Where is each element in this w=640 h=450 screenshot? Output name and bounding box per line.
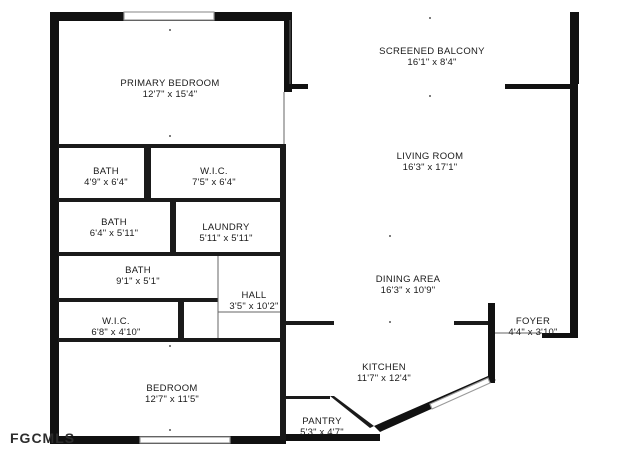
room-dimensions: 16'1" x 8'4" (407, 57, 457, 68)
room-name: SCREENED BALCONY (379, 46, 485, 57)
wall-counter-left (286, 321, 334, 325)
window-bedroom (139, 436, 231, 444)
room-wic-2: W.I.C. 6'8" x 4'10" (91, 316, 140, 338)
window-primary-bedroom (123, 11, 215, 21)
wall-right (570, 86, 578, 338)
room-name: BATH (93, 166, 119, 177)
room-dining-area: DINING AREA 16'3" x 10'9" (376, 274, 441, 296)
room-kitchen: KITCHEN 11'7" x 12'4" (357, 362, 411, 384)
room-foyer: FOYER 4'4" x 3'10" (508, 316, 557, 338)
wall-primary-bottom (58, 144, 286, 148)
room-name: BEDROOM (146, 383, 198, 394)
room-dimensions: 4'4" x 3'10" (508, 327, 558, 338)
openings (217, 20, 542, 338)
wall-pantry-top (286, 396, 330, 399)
wall-left (50, 12, 59, 444)
wall-pantry-bottom (284, 434, 380, 441)
wall-right-upper (570, 12, 579, 84)
wall-counter-right (454, 321, 488, 325)
tick-mark (429, 17, 431, 19)
windows (123, 11, 491, 444)
room-dimensions: 11'7" x 12'4" (357, 373, 411, 384)
room-dimensions: 7'5" x 6'4" (192, 177, 236, 188)
wall-kitchen-left (280, 320, 286, 440)
room-primary-bedroom: PRIMARY BEDROOM 12'7" x 15'4" (120, 78, 219, 100)
room-screened-balcony: SCREENED BALCONY 16'1" x 8'4" (379, 46, 485, 68)
room-dimensions: 6'8" x 4'10" (91, 327, 141, 338)
room-dimensions: 16'3" x 17'1" (402, 162, 458, 173)
wall-foyer-bottom (542, 333, 578, 338)
tick-mark (169, 429, 171, 431)
room-dimensions: 4'9" x 6'4" (84, 177, 128, 188)
room-pantry: PANTRY 5'3" x 4'7" (300, 416, 344, 438)
watermark-logo: FGCMLS (10, 430, 76, 446)
interior-walls (58, 144, 488, 440)
room-name: BATH (125, 265, 151, 276)
room-hall: HALL 3'5" x 10'2" (229, 290, 278, 312)
room-name: DINING AREA (375, 274, 441, 285)
room-laundry: LAUNDRY 5'11" x 5'11" (199, 222, 252, 244)
tick-mark (429, 95, 431, 97)
room-living-room: LIVING ROOM 16'3" x 17'1" (397, 151, 464, 173)
wall-bath2-laundry (170, 200, 176, 254)
room-dimensions: 3'5" x 10'2" (229, 301, 279, 312)
room-dimensions: 6'4" x 5'11" (89, 228, 139, 239)
room-bath-primary: BATH 4'9" x 6'4" (84, 166, 128, 188)
tick-mark (169, 345, 171, 347)
room-dimensions: 16'3" x 10'9" (380, 285, 436, 296)
room-bath-3: BATH 9'1" x 5'1" (116, 265, 160, 287)
room-name: HALL (241, 290, 267, 301)
wall-hall-right (280, 148, 286, 336)
room-name: FOYER (515, 316, 551, 327)
wall-foyer-left (488, 303, 495, 383)
wall-bedroom-top (58, 338, 286, 342)
tick-mark (169, 135, 171, 137)
wall-bedroom-balcony (284, 12, 292, 92)
room-dimensions: 5'11" x 5'11" (199, 233, 253, 244)
room-name: BATH (101, 217, 127, 228)
tick-mark (389, 321, 391, 323)
room-name: PANTRY (302, 416, 342, 427)
tick-mark (169, 29, 171, 31)
wall-bath-wic (144, 144, 151, 200)
room-dimensions: 9'1" x 5'1" (116, 276, 160, 287)
room-name: W.I.C. (102, 316, 130, 327)
room-name: LAUNDRY (202, 222, 250, 233)
wall-wic2-right (178, 298, 184, 340)
wall-row-3 (58, 298, 218, 302)
room-bedroom: BEDROOM 12'7" x 11'5" (145, 383, 199, 405)
tick-mark (389, 235, 391, 237)
room-bath-2: BATH 6'4" x 5'11" (90, 217, 139, 239)
room-name: W.I.C. (200, 166, 228, 177)
wall-row-2 (58, 252, 286, 256)
room-wic-primary: W.I.C. 7'5" x 6'4" (192, 166, 236, 188)
room-name: LIVING ROOM (396, 151, 464, 162)
room-name: KITCHEN (362, 362, 406, 373)
room-dimensions: 12'7" x 11'5" (145, 394, 199, 405)
wall-pantry-diagonal (330, 396, 374, 428)
window-kitchen (429, 377, 491, 410)
room-name: PRIMARY BEDROOM (120, 78, 220, 89)
wall-balcony-left (284, 84, 308, 89)
tick-marks (169, 17, 431, 431)
room-dimensions: 5'3" x 4'7" (300, 427, 344, 438)
room-dimensions: 12'7" x 15'4" (142, 89, 198, 100)
wall-balcony-right (505, 84, 578, 89)
